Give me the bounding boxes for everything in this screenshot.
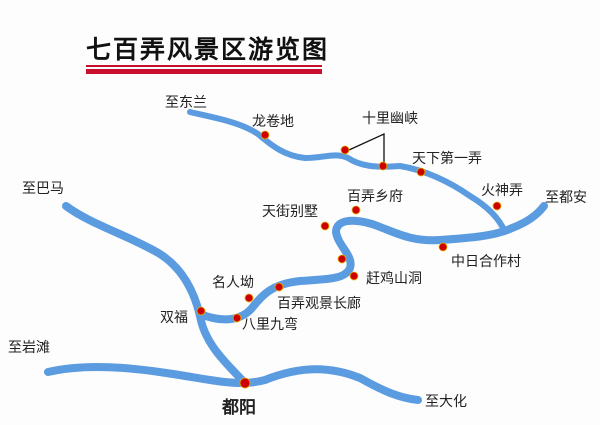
spot-marker-tianjiebieshu[interactable] — [320, 221, 330, 231]
direction-duan: 至都安 — [545, 190, 587, 206]
title-underline — [86, 65, 322, 67]
label-tianjiebieshu: 天街别墅 — [262, 204, 318, 220]
map-title: 七百弄风景区游览图 — [86, 35, 330, 64]
label-ganjishandong: 赶鸡山洞 — [366, 271, 422, 287]
spot-marker-duyang[interactable] — [239, 377, 251, 389]
spot-marker-bainongguanjing[interactable] — [274, 282, 284, 292]
label-balijiuwan: 八里九弯 — [242, 317, 298, 333]
shiliyouxia-pointer — [348, 132, 385, 165]
direction-yantan: 至岩滩 — [8, 340, 50, 356]
spot-marker-bainongxiangfu[interactable] — [351, 205, 361, 215]
spot-marker-huoshennong[interactable] — [492, 201, 502, 211]
label-bainongxiangfu: 百弄乡府 — [347, 189, 403, 205]
label-mingrenao: 名人坳 — [212, 275, 254, 291]
spot-marker-shuangfu[interactable] — [196, 306, 206, 316]
direction-donglan: 至东兰 — [165, 95, 207, 111]
title-underline-thick — [86, 69, 322, 74]
label-shiliyouxia: 十里幽峡 — [362, 111, 418, 127]
label-bainongguanjing: 百弄观景长廊 — [277, 296, 361, 312]
river-yantan — [44, 362, 422, 404]
direction-dahua: 至大化 — [425, 394, 467, 410]
spot-marker-shiliyouxia-1[interactable] — [340, 145, 350, 155]
spot-marker-ganjishandong[interactable] — [349, 271, 359, 281]
label-huoshennong: 火神弄 — [481, 183, 523, 199]
label-duyang: 都阳 — [222, 398, 256, 418]
label-shuangfu: 双福 — [160, 310, 188, 326]
spot-marker-balijiuwan[interactable] — [232, 313, 242, 323]
spot-marker-longjuandi[interactable] — [260, 130, 270, 140]
direction-bama: 至巴马 — [22, 181, 64, 197]
spot-marker-unnamed[interactable] — [337, 254, 347, 264]
spot-marker-mingrenao[interactable] — [244, 293, 254, 303]
river-donglan — [187, 109, 508, 235]
label-longjuandi: 龙卷地 — [252, 114, 294, 130]
river-main — [196, 202, 548, 324]
spot-marker-tianxiadiyinong[interactable] — [416, 167, 426, 177]
river-bama — [62, 202, 249, 387]
label-zhongrihezuocun: 中日合作村 — [451, 254, 521, 270]
label-tianxiadiyinong: 天下第一弄 — [412, 151, 482, 167]
spot-marker-zhongrihezuocun[interactable] — [438, 242, 448, 252]
spot-marker-shiliyouxia-2[interactable] — [378, 161, 388, 171]
